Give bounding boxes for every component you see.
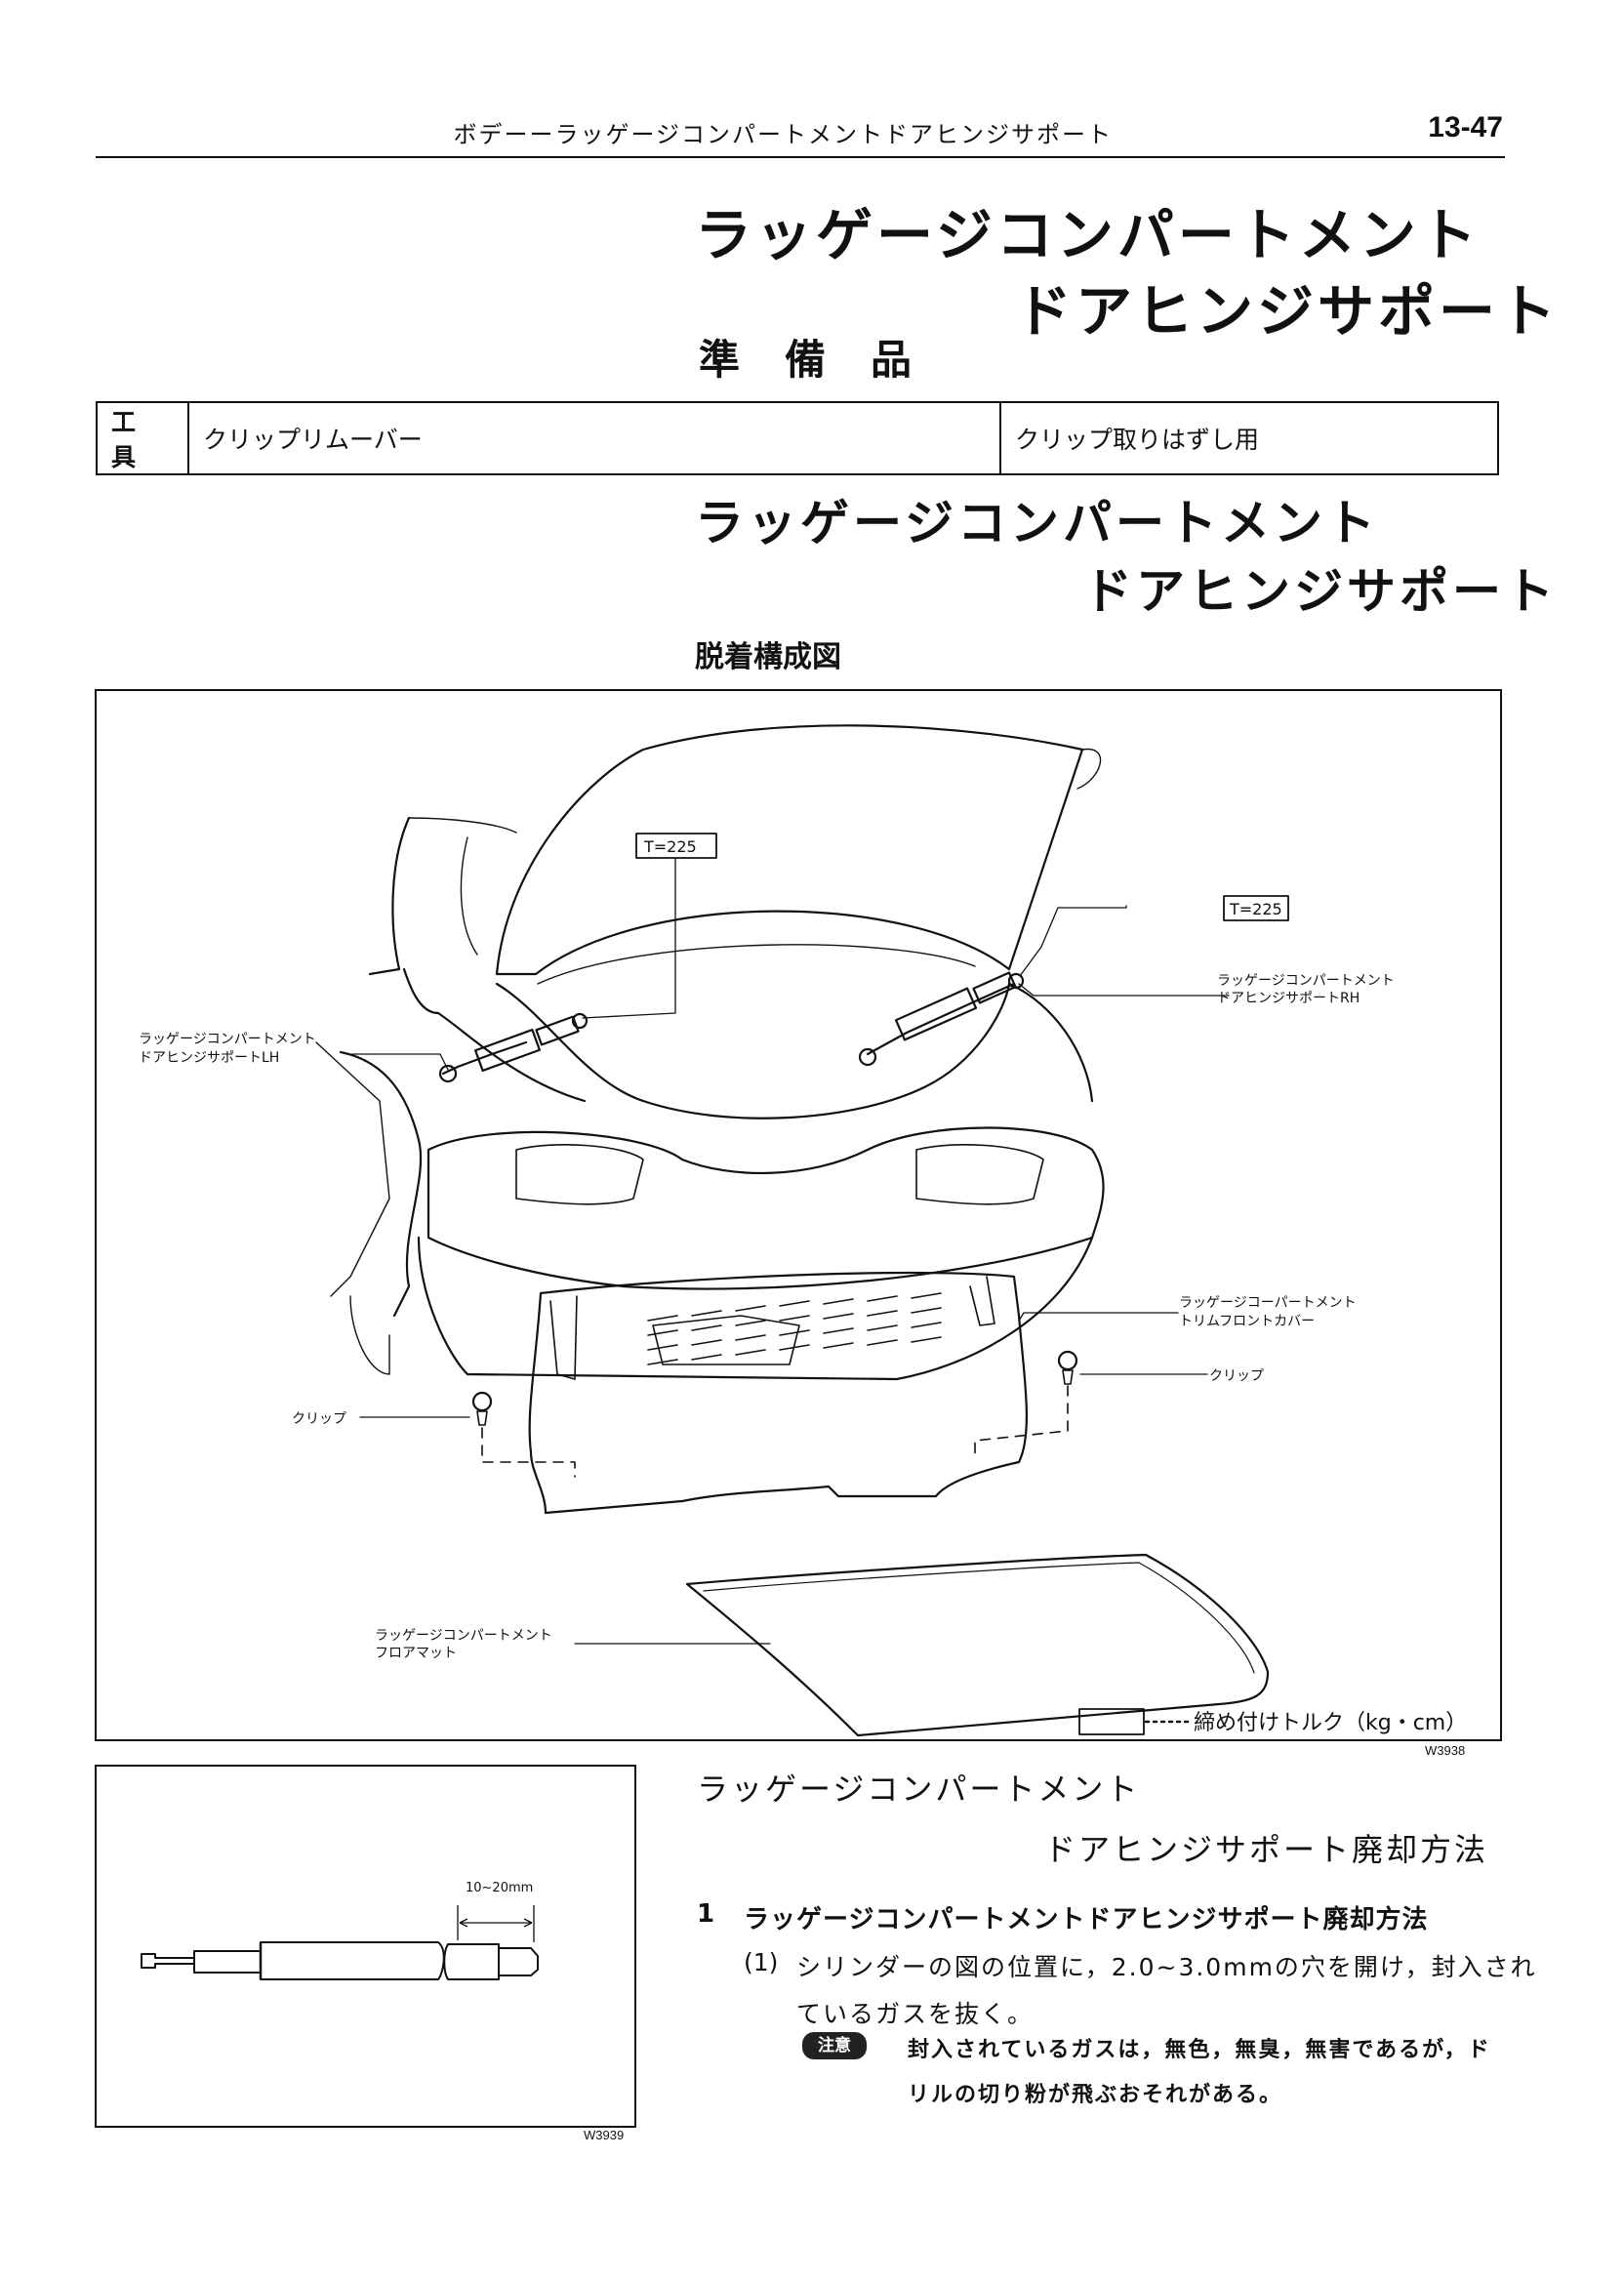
tool-name: クリップリムーバー (187, 401, 1001, 475)
page-title-line1: ラッゲージコンパートメント (695, 202, 1481, 268)
label-support-rh-1: ラッゲージコンパートメント (1217, 973, 1395, 989)
header-rule (96, 156, 1505, 158)
clip-right (1057, 1350, 1078, 1371)
label-trim-cover-1: ラッゲージコーパートメント (1179, 1295, 1357, 1311)
page-number: 13-47 (1428, 111, 1503, 143)
clip-left (471, 1391, 493, 1412)
rear-bumper (426, 1126, 1105, 1290)
support-lh (438, 1012, 589, 1083)
caution-badge: 注意 (802, 2032, 867, 2059)
strut-cylinder (260, 1941, 445, 1980)
dimension-label: 10~20mm (466, 1881, 533, 1895)
trunk-lid (495, 724, 1084, 976)
torque-label-right: T=225 (1229, 900, 1282, 918)
caution-note-2: リルの切り粉が飛ぶおそれがある。 (908, 2083, 1283, 2107)
disposal-title-line1: ラッゲージコンパートメント (697, 1771, 1141, 1808)
trim-front-cover (528, 1271, 1029, 1515)
page-title-line2: ドアヒンジサポート (1015, 278, 1561, 345)
legend-text: 締め付けトルク（kg・cm） (1194, 1711, 1467, 1735)
car-body (368, 816, 440, 1015)
section-title-line1: ラッゲージコンパートメント (695, 495, 1379, 551)
trunk-opening (495, 982, 1011, 1120)
tool-category: 工具 (96, 401, 189, 475)
label-floor-mat-1: ラッゲージコンパートメント (375, 1628, 552, 1644)
substep-number: (1) (744, 1948, 779, 1976)
disposal-title-line2: ドアヒンジサポート廃却方法 (1044, 1831, 1489, 1868)
disposal-svg: 10~20mm (141, 1881, 539, 1980)
step-number: 1 (697, 1899, 715, 1929)
label-support-rh-2: ドアヒンジサポートRH (1217, 991, 1360, 1006)
table-row: 工具 クリップリムーバー クリップ取りはずし用 (96, 401, 1499, 475)
step-text: ラッゲージコンパートメントドアヒンジサポート廃却方法 (744, 1905, 1429, 1934)
preparation-heading: 準備品 (699, 336, 957, 384)
figure-id-w3938: W3938 (1425, 1743, 1466, 1758)
label-clip-left: クリップ (292, 1411, 346, 1427)
legend-box (1078, 1708, 1145, 1735)
caution-note-1: 封入されているガスは，無色，無臭，無害であるが，ド (908, 2038, 1491, 2062)
label-support-lh-2: ドアヒンジサポートLH (139, 1050, 279, 1066)
label-support-lh-1: ラッゲージコンパートメント (139, 1032, 316, 1047)
tools-table: 工具 クリップリムーバー クリップ取りはずし用 (96, 401, 1499, 475)
floor-mat (685, 1553, 1270, 1737)
disposal-figure: 10~20mm (95, 1765, 636, 2128)
section-title-line2: ドアヒンジサポート (1083, 563, 1558, 620)
label-floor-mat-2: フロアマット (375, 1646, 457, 1661)
label-trim-cover-2: トリムフロントカバー (1179, 1314, 1315, 1329)
running-title: ボデーーラッゲージコンパートメントドアヒンジサポート (453, 121, 1113, 148)
strut-rod (141, 1953, 195, 1969)
tool-use: クリップ取りはずし用 (999, 401, 1499, 475)
figure-id-w3939: W3939 (584, 2128, 625, 2142)
diagram-title: 脱着構成図 (695, 640, 841, 674)
support-rh (858, 971, 1025, 1067)
substep-text-1: シリンダーの図の位置に，2.0~3.0mmの穴を開け，封入され (796, 1953, 1537, 1981)
label-clip-right: クリップ (1209, 1368, 1264, 1384)
torque-box-right (1223, 895, 1289, 921)
diagram-svg: T=225 T=225 ラッゲージコンパートメント ドアヒンジサポートLH ラッ… (139, 724, 1467, 1737)
substep-text-2: ているガスを抜く。 (796, 2000, 1035, 2028)
torque-label-left: T=225 (643, 837, 697, 856)
torque-box-left (635, 833, 717, 859)
exploded-diagram: T=225 T=225 ラッゲージコンパートメント ドアヒンジサポートLH ラッ… (95, 689, 1502, 1741)
